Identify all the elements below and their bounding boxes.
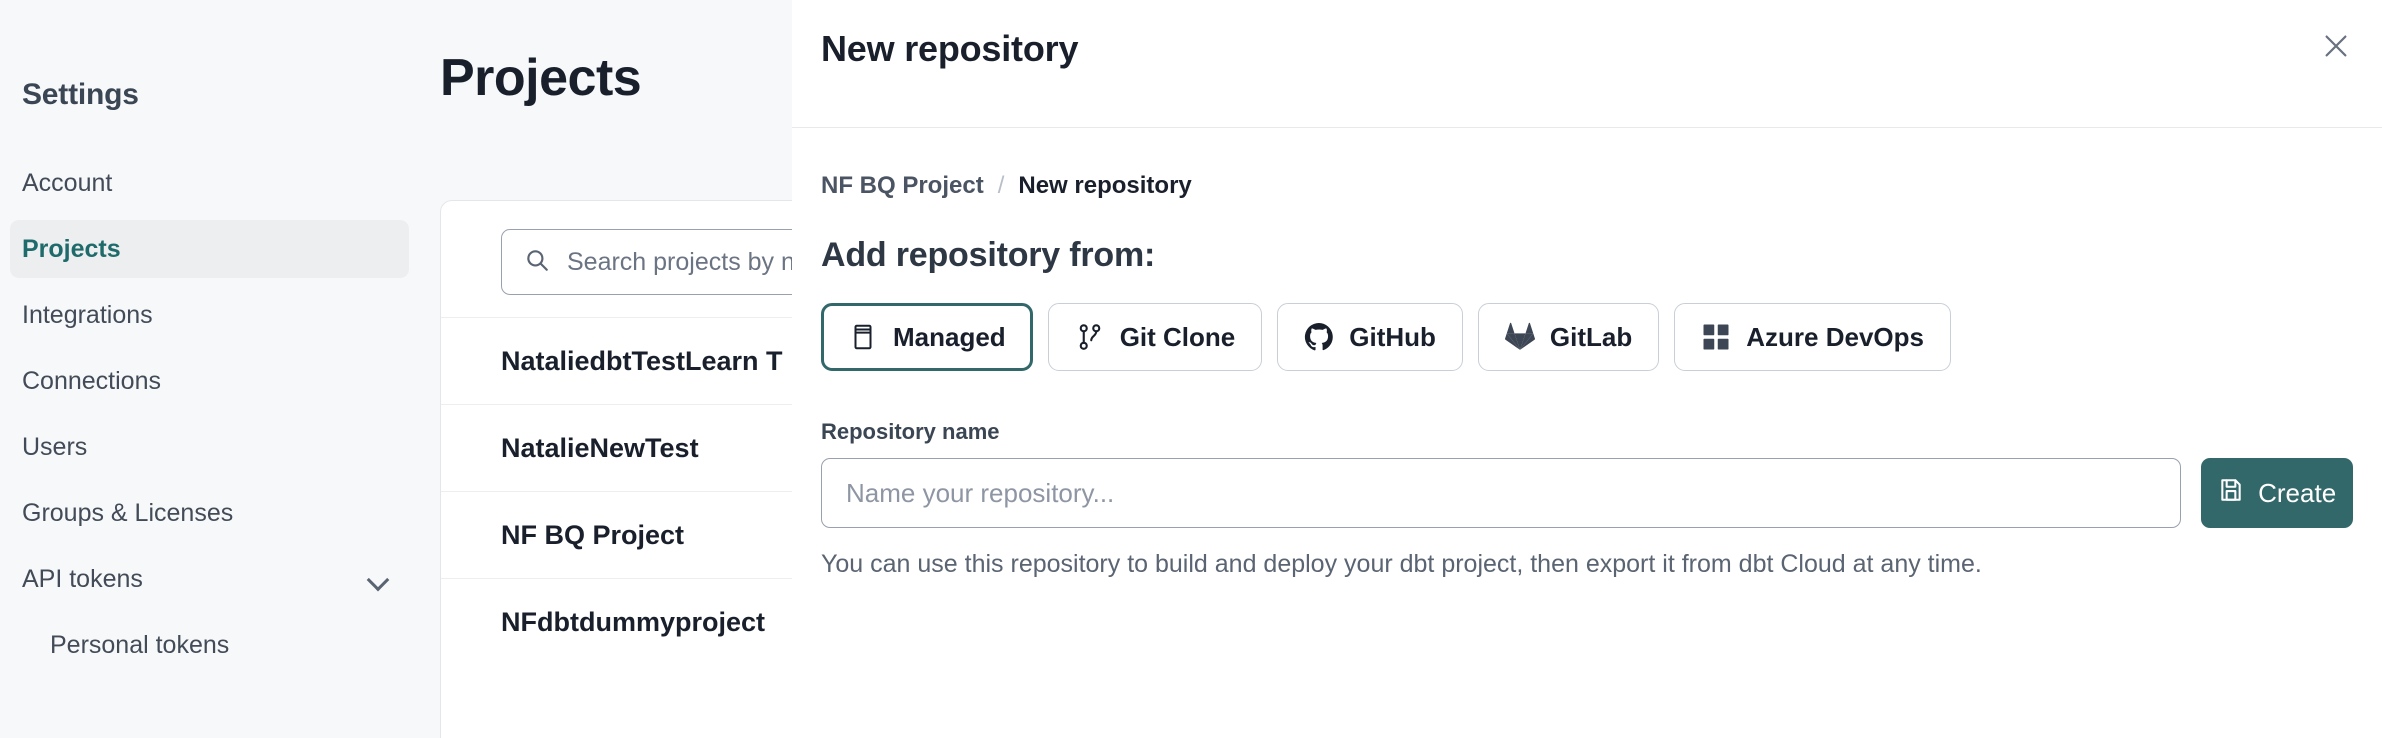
- repository-name-row: Create: [821, 458, 2353, 528]
- modal-title: New repository: [821, 28, 1079, 69]
- source-option-git-clone[interactable]: Git Clone: [1047, 303, 1263, 371]
- sidebar-item-integrations[interactable]: Integrations: [10, 286, 409, 344]
- database-icon: [848, 322, 878, 352]
- sidebar-item-label: Personal tokens: [50, 630, 230, 659]
- create-button[interactable]: Create: [2201, 458, 2353, 528]
- source-option-managed[interactable]: Managed: [821, 303, 1033, 371]
- sidebar-item-label: Integrations: [22, 300, 153, 329]
- sidebar-item-account[interactable]: Account: [10, 154, 409, 212]
- git-branch-icon: [1075, 322, 1105, 352]
- sidebar-item-users[interactable]: Users: [10, 418, 409, 476]
- sidebar-item-label: Users: [22, 432, 88, 461]
- sidebar-title: Settings: [22, 78, 139, 111]
- sidebar-item-label: Account: [22, 168, 113, 197]
- sidebar-item-label: Projects: [22, 234, 121, 263]
- source-option-label: GitHub: [1349, 321, 1436, 352]
- project-name: NFdbtdummyproject: [501, 606, 766, 637]
- chevron-down-icon[interactable]: [367, 567, 391, 591]
- sidebar-item-api-tokens[interactable]: API tokens: [10, 550, 409, 608]
- sidebar-item-connections[interactable]: Connections: [10, 352, 409, 410]
- sidebar-item-label: API tokens: [22, 564, 143, 593]
- breadcrumb: NF BQ Project / New repository: [821, 172, 2353, 200]
- sidebar-item-label: Groups & Licenses: [22, 498, 234, 527]
- sidebar-item-personal-tokens[interactable]: Personal tokens: [10, 616, 409, 674]
- source-option-label: Git Clone: [1119, 321, 1236, 352]
- azure-icon: [1701, 322, 1731, 352]
- repository-name-label: Repository name: [821, 419, 1000, 444]
- add-repository-heading: Add repository from:: [821, 236, 1156, 274]
- create-button-label: Create: [2258, 477, 2337, 508]
- project-name: NF BQ Project: [501, 519, 685, 550]
- source-option-label: Managed: [893, 321, 1006, 352]
- source-option-gitlab[interactable]: GitLab: [1477, 303, 1660, 371]
- close-icon[interactable]: [2312, 22, 2360, 70]
- page-title: Projects: [440, 49, 642, 107]
- breadcrumb-parent[interactable]: NF BQ Project: [821, 172, 984, 199]
- repository-helper-text: You can use this repository to build and…: [821, 550, 1982, 578]
- sidebar-item-label: Connections: [22, 366, 161, 395]
- breadcrumb-separator: /: [997, 172, 1005, 199]
- save-icon: [2218, 477, 2244, 510]
- repository-source-options: Managed Git Clone GitHub GitLab Azure DevOps: [821, 303, 2353, 371]
- new-repository-modal: New repository NF BQ Project / New repos…: [792, 0, 2382, 738]
- project-name: NatalieNewTest: [501, 432, 699, 463]
- github-icon: [1304, 322, 1334, 352]
- search-icon: [524, 247, 550, 278]
- source-option-github[interactable]: GitHub: [1277, 303, 1463, 371]
- project-name: NataliedbtTestLearn T: [501, 345, 783, 376]
- sidebar-item-groups-licenses[interactable]: Groups & Licenses: [10, 484, 409, 542]
- source-option-label: GitLab: [1549, 321, 1633, 352]
- modal-header: New repository: [792, 0, 2382, 128]
- breadcrumb-current: New repository: [1018, 172, 1192, 199]
- modal-body: NF BQ Project / New repository Add repos…: [792, 128, 2382, 579]
- gitlab-icon: [1504, 322, 1535, 352]
- repository-name-input[interactable]: [821, 458, 2182, 528]
- sidebar-item-projects[interactable]: Projects: [10, 220, 409, 278]
- source-option-label: Azure DevOps: [1746, 321, 1924, 352]
- source-option-azure-devops[interactable]: Azure DevOps: [1674, 303, 1951, 371]
